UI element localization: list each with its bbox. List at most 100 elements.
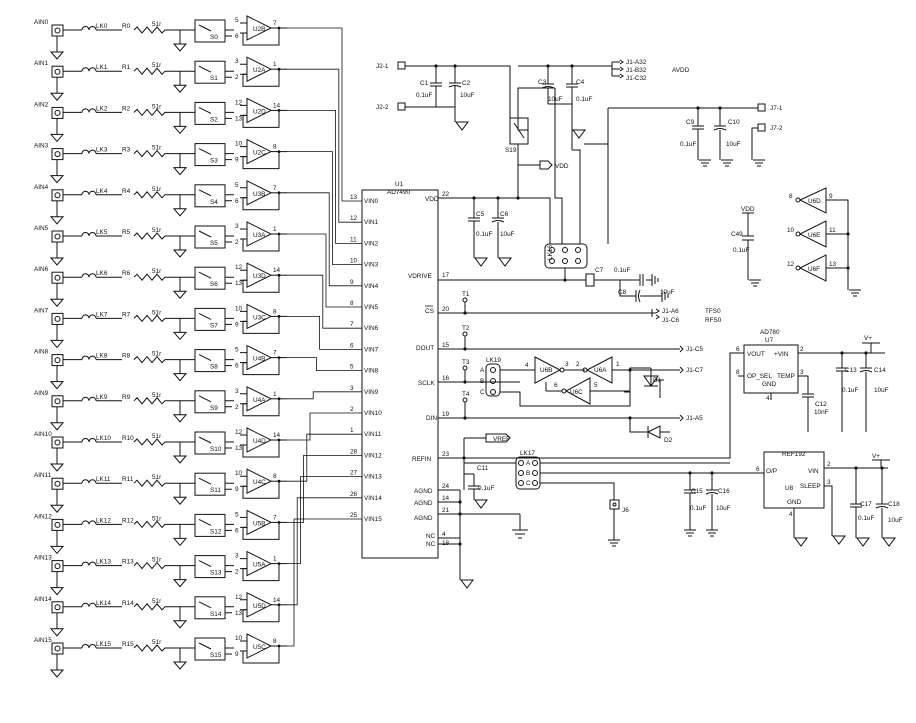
channel-link-label: LK8 xyxy=(96,353,108,360)
j7-2-label: J7-2 xyxy=(770,125,783,132)
channel-switch-label: S15 xyxy=(210,652,222,659)
u1-agnd-24-pin: 24 xyxy=(442,483,450,490)
channel-ain-label: AIN6 xyxy=(34,266,49,273)
channel-opamp xyxy=(246,262,273,289)
ground-icon xyxy=(460,579,474,589)
input-connector-icon xyxy=(51,395,64,408)
lk16-label: LK16 xyxy=(547,245,554,260)
channel-opamp-label: U4A xyxy=(253,397,266,404)
channel-link-label: LK6 xyxy=(96,270,108,277)
channel-switch-label: S12 xyxy=(210,528,222,535)
channel-switch-label: S6 xyxy=(210,281,218,288)
u6f-in: 12 xyxy=(787,261,795,268)
channel-switch xyxy=(194,637,226,661)
channel-switch xyxy=(194,513,226,537)
channel-opamp-in-minus-pin: 9 xyxy=(235,321,239,328)
u6d-out: 9 xyxy=(829,193,833,200)
channel-switch xyxy=(194,184,226,208)
channel-opamp-in-minus-pin: 13 xyxy=(235,610,243,617)
u1-vin-pin-label: VIN9 xyxy=(364,389,379,396)
u6-vdd-label: VDD xyxy=(741,206,755,213)
u7-pin4: 4 xyxy=(766,395,770,402)
c1-value: 0.1uF xyxy=(416,92,432,99)
c3-label: C3 xyxy=(538,79,547,86)
channel-resistor-ref: R13 xyxy=(122,559,134,566)
u1-vin-pin-number: 27 xyxy=(350,470,358,477)
connector-icon xyxy=(757,103,766,112)
lk19-b: B xyxy=(480,378,484,385)
channel-link-label: LK7 xyxy=(96,311,108,318)
channel-opamp xyxy=(246,221,273,247)
channel-opamp-out-pin: 8 xyxy=(273,308,277,315)
channel-switch xyxy=(194,143,226,167)
u1-vin-pin-number: 9 xyxy=(350,279,354,286)
channel-resistor-value: 51r xyxy=(152,557,162,564)
channel-opamp-in-minus-pin: 6 xyxy=(235,363,239,370)
channel-ain-label: AIN1 xyxy=(34,60,49,67)
channel-switch-label: S5 xyxy=(210,240,218,247)
channel-opamp-in-minus-pin: 13 xyxy=(235,115,243,122)
u1-sclk-pin: 16 xyxy=(442,375,450,382)
channel-link-label: LK15 xyxy=(96,641,111,648)
input-connector-icon xyxy=(51,518,64,531)
u8-pin4: 4 xyxy=(789,511,793,518)
u1-vin-pin-number: 11 xyxy=(350,236,357,243)
u1-vin-pin-number: 12 xyxy=(350,215,358,222)
u6f-out: 13 xyxy=(829,261,837,268)
input-connector-icon xyxy=(51,24,64,37)
channel-switch xyxy=(194,266,226,290)
u8-pin3: 3 xyxy=(827,479,831,486)
channel-switch-label: S4 xyxy=(210,199,218,206)
channel-opamp-in-plus-pin: 5 xyxy=(235,347,239,354)
c16-value: 10uF xyxy=(716,505,731,512)
u6c-pin5: 5 xyxy=(594,382,598,389)
c2-value: 10uF xyxy=(460,92,475,99)
lk16-jumper xyxy=(544,243,588,269)
channel-opamp-out-pin: 7 xyxy=(273,185,277,192)
channel-opamp xyxy=(246,179,273,206)
channel-switch-label: S13 xyxy=(210,570,222,577)
channel-link-label: LK3 xyxy=(96,147,108,154)
u1-vin-pin-label: VIN1 xyxy=(364,219,379,226)
channel-opamp-label: U2B xyxy=(253,26,265,33)
u1-agnd-14: AGND xyxy=(414,500,433,507)
channel-opamp-in-minus-pin: 2 xyxy=(235,569,239,576)
connector-icon xyxy=(757,123,766,132)
channel-opamp-in-plus-pin: 10 xyxy=(235,305,243,312)
channel-ain-label: AIN9 xyxy=(34,390,49,397)
channel-opamp-in-minus-pin: 6 xyxy=(235,33,239,40)
u8-ref: U8 xyxy=(785,485,794,492)
channel-switch-label: S14 xyxy=(210,611,222,618)
u1-cs-pin: 20 xyxy=(442,306,450,313)
channel-opamp-in-minus-pin: 13 xyxy=(235,445,243,452)
u6a-label: U6A xyxy=(594,367,607,374)
c12-value: 10nF xyxy=(814,409,829,416)
channel-resistor-ref: R15 xyxy=(122,641,134,648)
u1-agnd-14-pin: 14 xyxy=(442,495,450,502)
u7-pin8: 8 xyxy=(736,369,740,376)
u8-gnd: GND xyxy=(787,499,802,506)
u1-sclk: SCLK xyxy=(418,380,435,387)
u7-vout: VOUT xyxy=(747,351,765,358)
channel-resistor-value: 51r xyxy=(152,392,162,399)
u6e-out: 11 xyxy=(829,227,836,234)
channel-ain-label: AIN3 xyxy=(34,143,49,150)
t3-label: T3 xyxy=(462,359,470,366)
u1-vin-pin-label: VIN11 xyxy=(364,431,382,438)
u1-vin-pin-label: VIN4 xyxy=(364,283,379,290)
channel-switch-label: S10 xyxy=(210,446,222,453)
channel-switch xyxy=(194,349,226,373)
channel-opamp-out-pin: 8 xyxy=(273,144,277,151)
channel-switch-label: S2 xyxy=(210,116,218,123)
channel-switch xyxy=(194,19,226,43)
j7-1-label: J7-1 xyxy=(770,105,783,112)
u1-nc-4: NC xyxy=(426,533,436,540)
c10-label: C10 xyxy=(728,119,740,126)
channel-opamp-out-pin: 14 xyxy=(273,267,281,274)
u8-pin2: 2 xyxy=(827,461,831,468)
j1-a5-label: J1-A5 xyxy=(686,415,703,422)
